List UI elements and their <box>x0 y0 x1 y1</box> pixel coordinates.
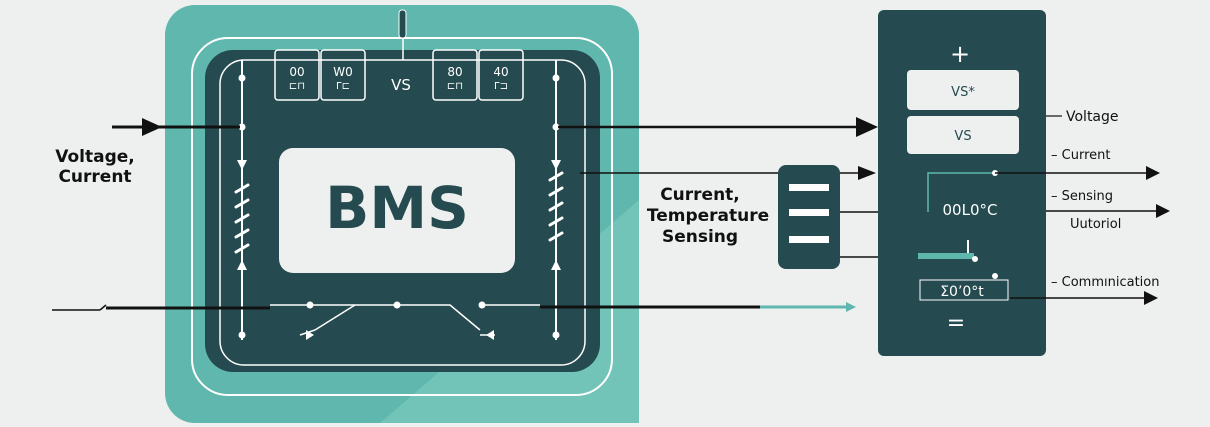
panel-box-1-label: VS* <box>951 85 975 100</box>
bms-label-box <box>279 148 515 273</box>
label-current: – Current <box>1051 148 1110 163</box>
label-utorial: Uutoriol <box>1070 217 1121 232</box>
panel-box-2 <box>907 116 1019 154</box>
cell-sub-2: Γ⊏ <box>336 81 350 92</box>
middle-label-line1: Current, <box>660 185 740 205</box>
right-outputs: Voltage – Current – Sensing Uutoriol – C… <box>995 109 1170 305</box>
cell-label-1: 00 <box>289 65 304 79</box>
left-label-line2: Current <box>58 167 131 187</box>
resistor-left <box>234 183 250 254</box>
middle-label-line3: Sensing <box>662 227 738 247</box>
label-sensing: – Sensing <box>1051 189 1113 204</box>
cell-sub-3: ⊏⊓ <box>447 81 463 92</box>
bms-center-label: VS <box>391 76 411 94</box>
cell-label-4: 40 <box>493 65 508 79</box>
label-voltage: Voltage <box>1066 109 1119 125</box>
cell-label-3: 80 <box>447 65 462 79</box>
cell-box-3 <box>432 49 478 101</box>
sensor-module <box>778 165 840 269</box>
panel-reading-2: Σ0’0°t <box>940 284 984 300</box>
left-input-arrow <box>142 118 162 136</box>
cell-box-2 <box>320 49 366 101</box>
panel-reading-1: 00L0°C <box>943 201 998 219</box>
control-panel: + VS* VS 00L0°C Σ0’0°t = <box>878 10 1046 356</box>
bms-antenna <box>398 9 407 39</box>
label-communication: – Commınication <box>1051 275 1159 290</box>
panel-reading-2-box <box>919 279 1009 301</box>
middle-label-line2: Temperature <box>647 206 769 226</box>
cell-sub-4: Γ⊐ <box>494 81 508 92</box>
left-label-line1: Voltage, <box>55 147 135 167</box>
bms-module: 00 W0 80 40 ⊏⊓ Γ⊏ ⊏⊓ Γ⊐ VS <box>165 5 639 423</box>
bms-title: BMS <box>325 174 469 242</box>
comm-arrow <box>846 302 856 312</box>
middle-connections: Current, Temperature Sensing <box>540 117 920 312</box>
panel-box-2-label: VS <box>954 129 971 144</box>
cell-sub-1: ⊏⊓ <box>289 81 305 92</box>
current-arrow <box>858 166 876 180</box>
panel-minus: = <box>947 311 965 336</box>
cell-box-1 <box>274 49 320 101</box>
panel-plus: + <box>950 40 970 68</box>
panel-box-1 <box>907 70 1019 110</box>
voltage-arrow <box>856 117 878 137</box>
cell-label-2: W0 <box>333 65 353 79</box>
cell-box-4 <box>478 49 524 101</box>
resistor-right <box>548 171 564 242</box>
left-signals: Voltage, Current <box>52 118 270 311</box>
